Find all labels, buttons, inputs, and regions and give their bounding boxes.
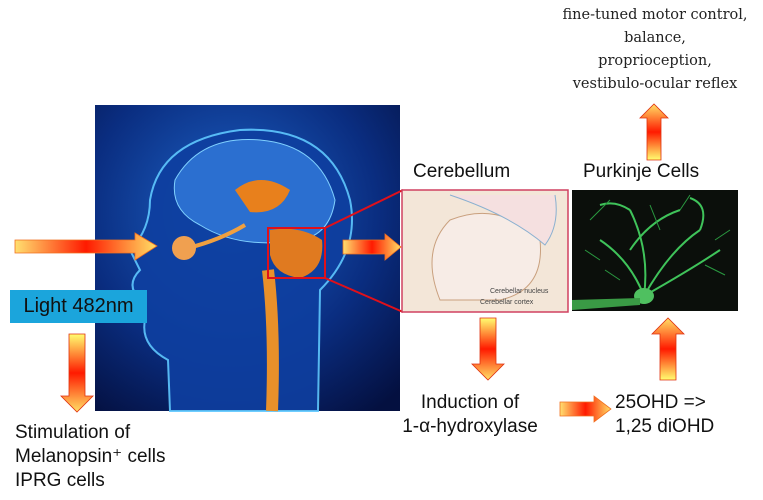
induction-line: 1-α-hydroxylase xyxy=(402,416,538,437)
conversion-text: 25OHD => 1,25 diOHD xyxy=(615,391,714,439)
outcome-line: vestibulo-ocular reflex xyxy=(572,76,738,92)
arrow-to-cerebellum xyxy=(342,233,402,261)
purkinje-image xyxy=(572,190,738,311)
stimulation-text: Stimulation of Melanopsin⁺ cells IPRG ce… xyxy=(15,421,166,493)
arrow-down-stimulation xyxy=(60,333,94,413)
light-label: Light 482nm xyxy=(10,290,147,323)
arrow-up-outcomes xyxy=(639,103,669,161)
outcome-line: fine-tuned motor control, xyxy=(562,7,748,23)
induction-line: Induction of xyxy=(420,392,520,413)
induction-text: Induction of 1-α-hydroxylase xyxy=(380,391,560,439)
arrow-down-induction xyxy=(471,317,505,381)
arrow-up-purkinje xyxy=(651,317,685,381)
stimulation-line: Melanopsin⁺ cells xyxy=(15,446,166,467)
conversion-line: 25OHD => xyxy=(615,392,706,413)
arrow-to-conversion xyxy=(559,395,612,423)
cerebellar-cortex-label: Cerebellar cortex xyxy=(480,299,534,306)
conversion-line: 1,25 diOHD xyxy=(615,416,715,437)
outcomes-text: fine-tuned motor control, balance, propr… xyxy=(545,4,763,96)
head-illustration xyxy=(95,105,400,412)
arrow-light-in xyxy=(14,232,158,261)
cerebellar-nucleus-label: Cerebellar nucleus xyxy=(490,288,549,295)
stimulation-line: Stimulation of xyxy=(15,422,131,443)
outcome-line: proprioception, xyxy=(598,53,712,69)
cerebellum-label: Cerebellum xyxy=(413,161,511,182)
purkinje-label: Purkinje Cells xyxy=(583,161,700,182)
outcome-line: balance, xyxy=(624,30,686,46)
cerebellum-image xyxy=(401,189,569,313)
stimulation-line: IPRG cells xyxy=(15,470,105,491)
